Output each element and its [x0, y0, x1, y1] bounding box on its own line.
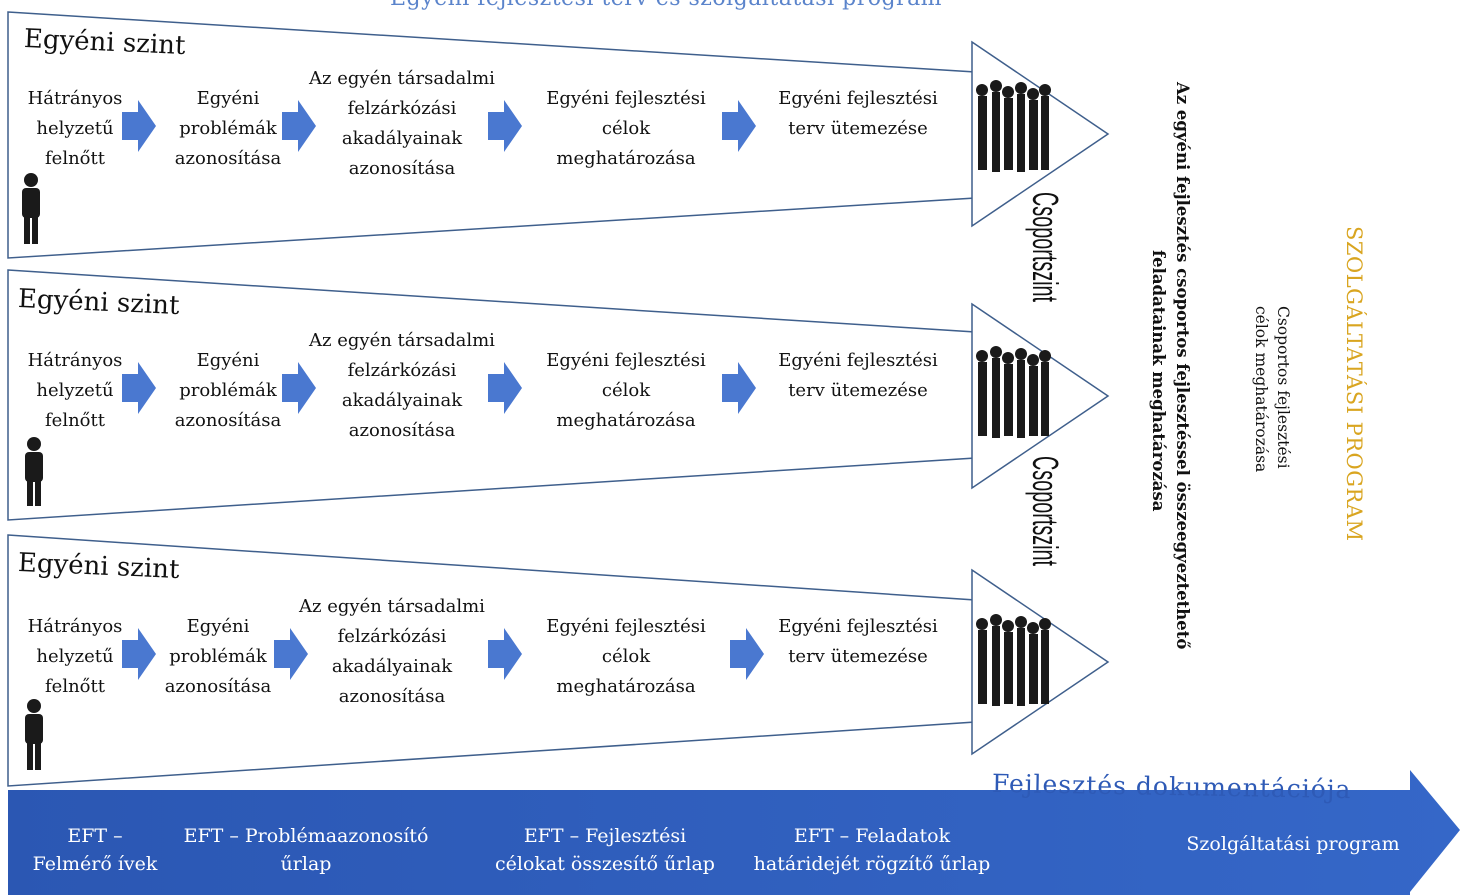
doc-item-deadlines-form-line-2: határidejét rögzítő űrlap: [753, 853, 991, 875]
level-2-step-1: Hátrányos helyzetű felnőtt: [27, 350, 123, 431]
level-1-step-3: Az egyén társadalmi felzárkózási akadály…: [309, 68, 495, 179]
coordination-tasks-line-1: Az egyéni fejlesztés csoportos fejleszté…: [1173, 82, 1192, 650]
level-2-step-5: Egyéni fejlesztési terv ütemezése: [778, 350, 938, 401]
level-1-step-5: Egyéni fejlesztési terv ütemezése: [778, 88, 938, 139]
doc-item-assessment-line-1: EFT –: [67, 825, 123, 847]
crowd-silhouette-1: [976, 80, 1051, 172]
crowd-silhouette-3: [976, 614, 1051, 706]
level-3-step-1: Hátrányos helyzetű felnőtt: [27, 616, 123, 697]
crowd-silhouette-2: [976, 346, 1051, 438]
group-level-label-2: Csoportszint: [1025, 456, 1066, 567]
group-triangle-2: [971, 302, 1110, 490]
level-3-step-4: Egyéni fejlesztési célok meghatározása: [546, 616, 706, 697]
documentation-band: [8, 770, 1460, 895]
doc-item-goals-form-line-2: célokat összesítő űrlap: [495, 853, 715, 875]
doc-item-problem-form-line-2: űrlap: [280, 853, 332, 875]
person-silhouette-1: [22, 173, 40, 244]
group-goals-line-1: Csoportos fejlesztési: [1274, 306, 1292, 469]
coordination-tasks-text: Az egyéni fejlesztés csoportos fejleszté…: [1146, 82, 1194, 649]
doc-item-service-program: Szolgáltatási program: [1186, 833, 1400, 855]
service-program-label: SZOLGÁLTATÁSI PROGRAM: [1342, 226, 1366, 542]
level-3-step-2: Egyéni problémák azonosítása: [164, 616, 272, 697]
level-3-step-5: Egyéni fejlesztési terv ütemezése: [778, 616, 938, 667]
doc-item-assessment: EFT – Felmérő ívek: [10, 822, 180, 878]
level-1-step-2: Egyéni problémák azonosítása: [174, 88, 282, 169]
group-level-label-1: Csoportszint: [1025, 192, 1066, 303]
doc-item-goals-form: EFT – Fejlesztési célokat összesítő űrla…: [478, 822, 732, 878]
coordination-tasks-line-2: feladatainak meghatározása: [1149, 250, 1168, 512]
group-goals-line-2: célok meghatározása: [1252, 306, 1270, 473]
group-triangle-3: [971, 568, 1110, 756]
group-goals-text: Csoportos fejlesztési célok meghatározás…: [1250, 306, 1294, 472]
level-3-step-3: Az egyén társadalmi felzárkózási akadály…: [299, 596, 485, 707]
level-1-step-4: Egyéni fejlesztési célok meghatározása: [546, 88, 706, 169]
level-2-step-4: Egyéni fejlesztési célok meghatározása: [546, 350, 706, 431]
level-1-step-1: Hátrányos helyzetű felnőtt: [27, 88, 123, 169]
level-2-step-2: Egyéni problémák azonosítása: [174, 350, 282, 431]
level-2-step-3: Az egyén társadalmi felzárkózási akadály…: [309, 330, 495, 441]
doc-item-deadlines-form-line-1: EFT – Feladatok: [793, 825, 951, 847]
person-silhouette-3: [25, 699, 43, 770]
doc-item-problem-form-line-1: EFT – Problémaazonosító: [183, 825, 429, 847]
doc-item-deadlines-form: EFT – Feladatok határidejét rögzítő űrla…: [740, 822, 1004, 878]
doc-item-goals-form-line-1: EFT – Fejlesztési: [523, 825, 687, 847]
person-silhouette-2: [25, 437, 43, 506]
doc-item-problem-form: EFT – Problémaazonosító űrlap: [170, 822, 442, 878]
page-title: Egyéni fejlesztési terv és szolgáltatási…: [390, 0, 1090, 11]
doc-item-assessment-line-2: Felmérő ívek: [32, 853, 158, 875]
